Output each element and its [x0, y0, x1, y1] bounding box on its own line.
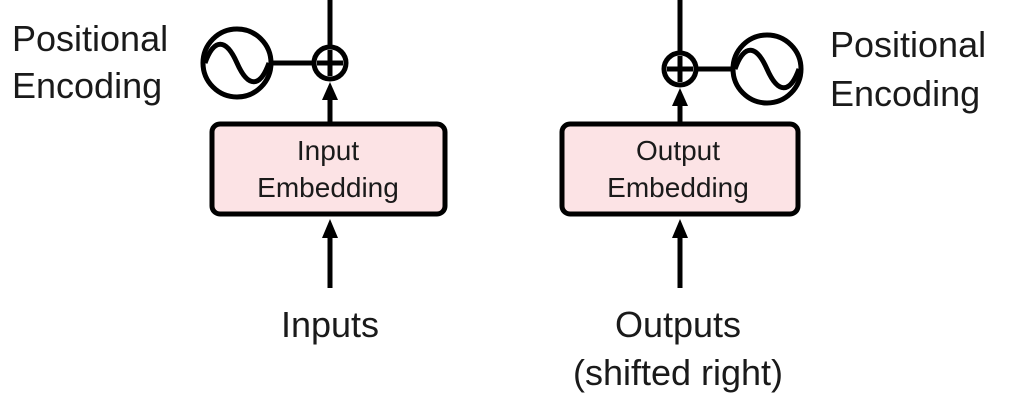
output-embedding-box — [559, 121, 801, 217]
input-embedding-label-line2: Embedding — [257, 172, 399, 203]
output-positional-encoding-label-line2: Encoding — [830, 73, 980, 114]
inputs-arrowhead — [322, 219, 338, 238]
input-sum-icon — [311, 44, 349, 82]
output-sum-icon — [661, 50, 699, 88]
outputs-arrowhead — [672, 219, 688, 238]
output-embedding-arrowhead — [672, 88, 688, 106]
output-positional-encoding-label-line1: Positional — [830, 24, 986, 65]
input-embedding-arrowhead — [322, 82, 338, 100]
outputs-shifted-label: (shifted right) — [573, 352, 783, 393]
output-embedding-label-line2: Embedding — [607, 172, 749, 203]
input-side: Input Embedding Positional Encoding Inpu… — [12, 0, 448, 345]
input-positional-encoding-label-line1: Positional — [12, 18, 168, 59]
input-positional-encoding-label-line2: Encoding — [12, 65, 162, 106]
output-positional-encoding-icon — [730, 32, 804, 106]
output-embedding-label-line1: Output — [636, 135, 720, 166]
input-positional-encoding-icon — [200, 26, 274, 100]
outputs-label: Outputs — [615, 304, 741, 345]
inputs-label: Inputs — [281, 304, 379, 345]
input-embedding-label-line1: Input — [297, 135, 359, 166]
output-side: Output Embedding Positional Encoding Out… — [559, 0, 986, 393]
input-embedding-box — [209, 121, 448, 217]
